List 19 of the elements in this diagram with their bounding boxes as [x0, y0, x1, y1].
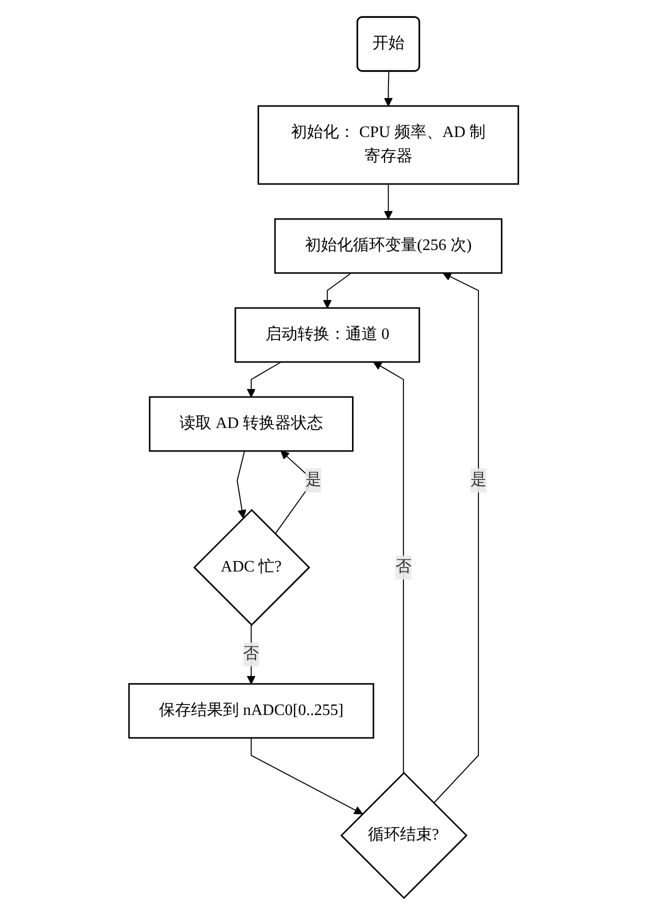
arrow	[322, 272, 352, 308]
node-diamond: 循环结束?	[340, 772, 468, 900]
edge-label: 否	[395, 558, 412, 576]
arrow	[384, 71, 393, 106]
node-box: 初始化循环变量(256 次)	[274, 218, 502, 274]
node-diamond: ADC 忙?	[193, 508, 310, 626]
node-box: 读取 AD 转换器状态	[148, 396, 354, 452]
edge-label: 是	[470, 472, 486, 488]
arrow	[372, 362, 404, 774]
edge-label: 否	[243, 645, 260, 662]
arrow	[236, 450, 246, 518]
arrow	[433, 272, 479, 804]
arrow	[384, 184, 393, 220]
node-box: 启动转换：通道 0	[234, 307, 420, 363]
edge-label: 是	[305, 472, 322, 488]
node-box: 保存结果到 nADC0[0..255]	[128, 683, 374, 739]
arrow	[246, 362, 282, 398]
arrow	[250, 737, 363, 814]
node-box: 初始化： CPU 频率、AD 制寄存器	[257, 105, 519, 185]
